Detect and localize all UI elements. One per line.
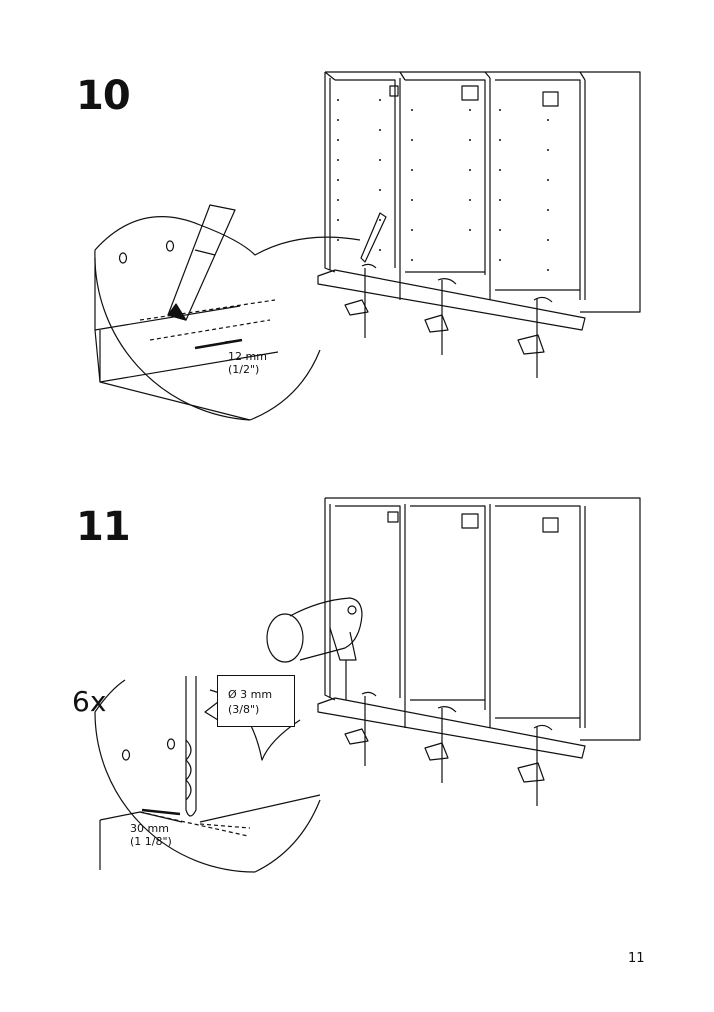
drill-depth-inch: (1 1/8")	[130, 835, 172, 848]
drill-icon	[266, 597, 363, 700]
step-number-10: 10	[76, 73, 131, 119]
measure-label-step10: 12 mm (1/2")	[228, 350, 267, 376]
measure-label-step11: 30 mm (1 1/8")	[130, 822, 172, 848]
drill-bit-icon	[185, 676, 197, 817]
measure-value-mm: 12 mm	[228, 350, 267, 363]
drill-size-mm: Ø 3 mm	[228, 688, 273, 701]
cabinet-illustration	[317, 71, 641, 331]
measure-value-inch: (1/2")	[228, 363, 260, 376]
drill-size-inch: (3/8")	[228, 703, 260, 716]
page-number: 11	[628, 951, 645, 966]
quantity-label: 6x	[72, 685, 107, 718]
drill-size-callout: Ø 3 mm (3/8")	[217, 675, 295, 727]
cabinet-illustration-2	[317, 497, 641, 759]
clamp-icon	[344, 263, 377, 338]
step-number-11: 11	[76, 504, 131, 550]
drill-depth-mm: 30 mm	[130, 822, 169, 835]
pencil-icon	[360, 212, 387, 263]
